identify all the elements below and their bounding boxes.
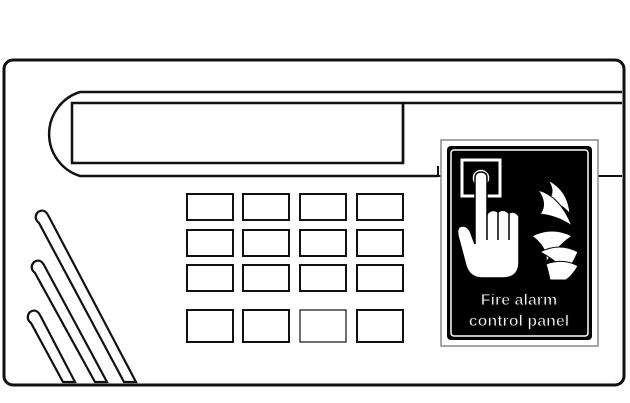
keypad-key <box>242 309 290 343</box>
keypad-key <box>186 264 234 292</box>
vent-slot <box>26 309 77 384</box>
keypad-key <box>299 309 347 343</box>
sign-text-line-2: control panel <box>469 313 569 330</box>
fire-alarm-sign: Fire alarm control panel <box>440 139 599 347</box>
keypad-key <box>356 193 404 221</box>
keypad-key <box>299 193 347 221</box>
keypad-key <box>356 264 404 292</box>
keypad-key <box>356 309 404 343</box>
keypad-key <box>186 309 234 343</box>
vent-slot <box>30 259 109 384</box>
keypad-key <box>186 193 234 221</box>
keypad-key <box>242 229 290 257</box>
flame-icon <box>531 178 579 281</box>
keypad-key <box>299 264 347 292</box>
ventilation-slots <box>26 209 138 384</box>
hand-pressing-button-icon <box>456 158 520 279</box>
display-bezel <box>47 90 622 178</box>
keypad-key <box>242 264 290 292</box>
keypad <box>186 193 404 343</box>
sign-inner-border <box>450 149 589 337</box>
keypad-key <box>299 229 347 257</box>
display-screen <box>70 101 405 165</box>
keypad-key <box>186 229 234 257</box>
vent-slot <box>34 209 138 384</box>
sign-text-line-1: Fire alarm <box>481 292 557 309</box>
keypad-key <box>356 229 404 257</box>
keypad-key <box>242 193 290 221</box>
